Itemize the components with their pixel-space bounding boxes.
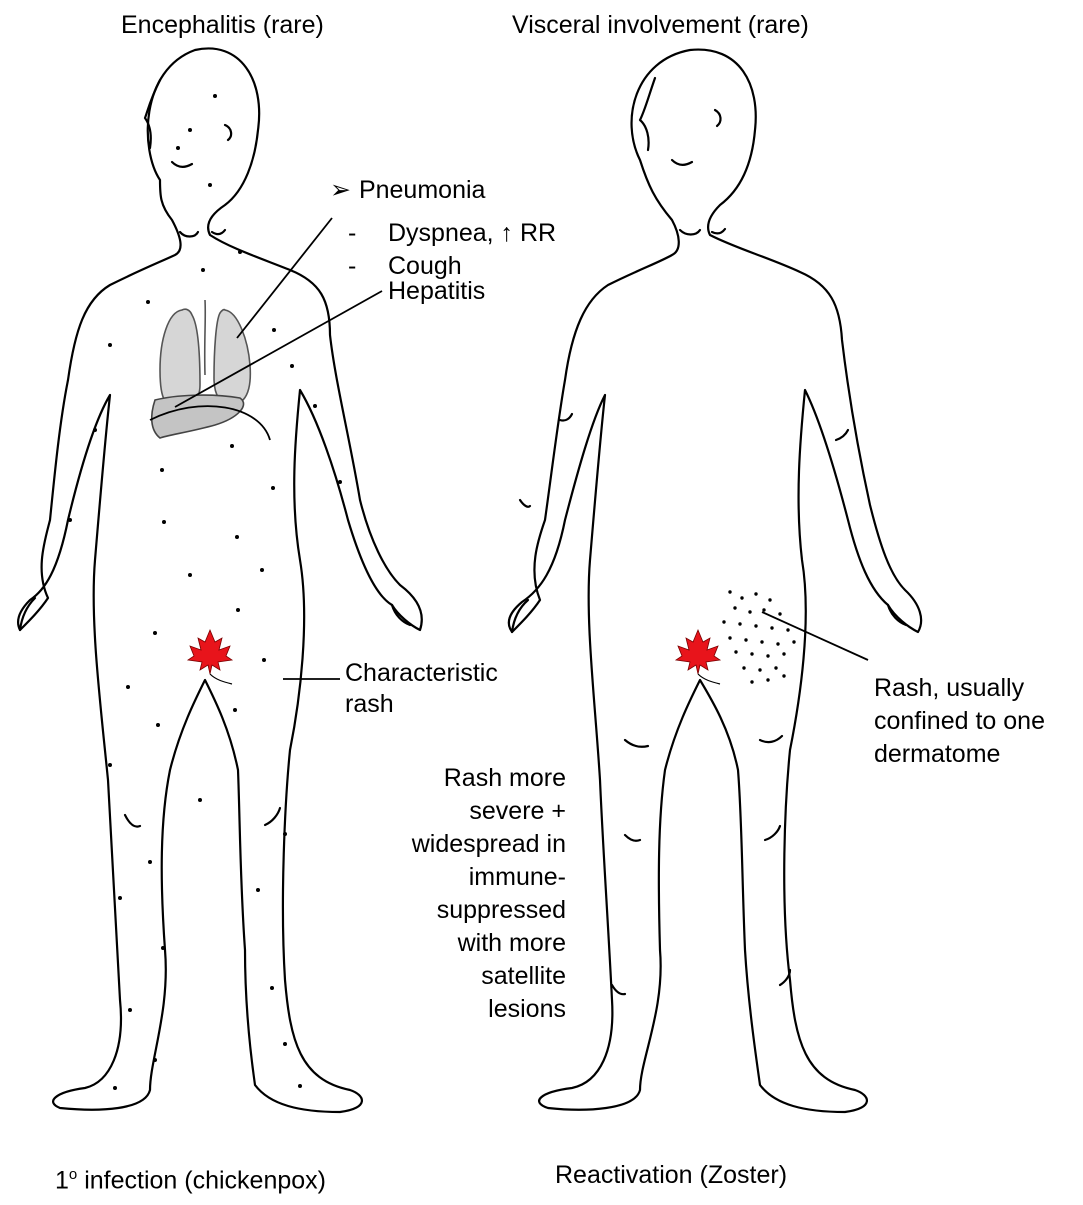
pneumonia-item: - Dyspnea, ↑ RR	[348, 218, 356, 248]
encephalitis-label: Encephalitis (rare)	[121, 10, 324, 40]
primary-infection-label: 1o infection (chickenpox)	[55, 1160, 326, 1195]
dermatome-leader-line	[762, 612, 868, 660]
visceral-involvement-label: Visceral involvement (rare)	[512, 10, 809, 40]
scattered-rash-dots	[68, 94, 342, 1090]
left-body-outline	[18, 48, 422, 1112]
dermatome-rash-dots	[722, 590, 795, 683]
maple-leaf-right	[676, 630, 720, 684]
right-body-outline	[509, 50, 921, 1112]
pneumonia-title: Pneumonia	[359, 176, 485, 204]
immunosuppressed-note: Rash more severe + widespread in immune-…	[370, 763, 566, 1024]
hepatitis-leader-line	[175, 291, 382, 407]
arrow-bullet-icon: ➢	[330, 175, 352, 205]
pneumonia-leader-line	[237, 218, 332, 338]
liver-illustration	[150, 395, 270, 440]
hepatitis-label: Hepatitis	[388, 276, 485, 306]
dash-marker: -	[348, 219, 356, 247]
reactivation-label: Reactivation (Zoster)	[555, 1160, 787, 1190]
maple-leaf-left	[188, 630, 232, 684]
pneumonia-item: - Cough	[348, 251, 356, 281]
lungs-illustration	[160, 300, 250, 410]
dyspnea-text: Dyspnea, ↑ RR	[388, 218, 556, 248]
dash-marker: -	[348, 252, 356, 280]
